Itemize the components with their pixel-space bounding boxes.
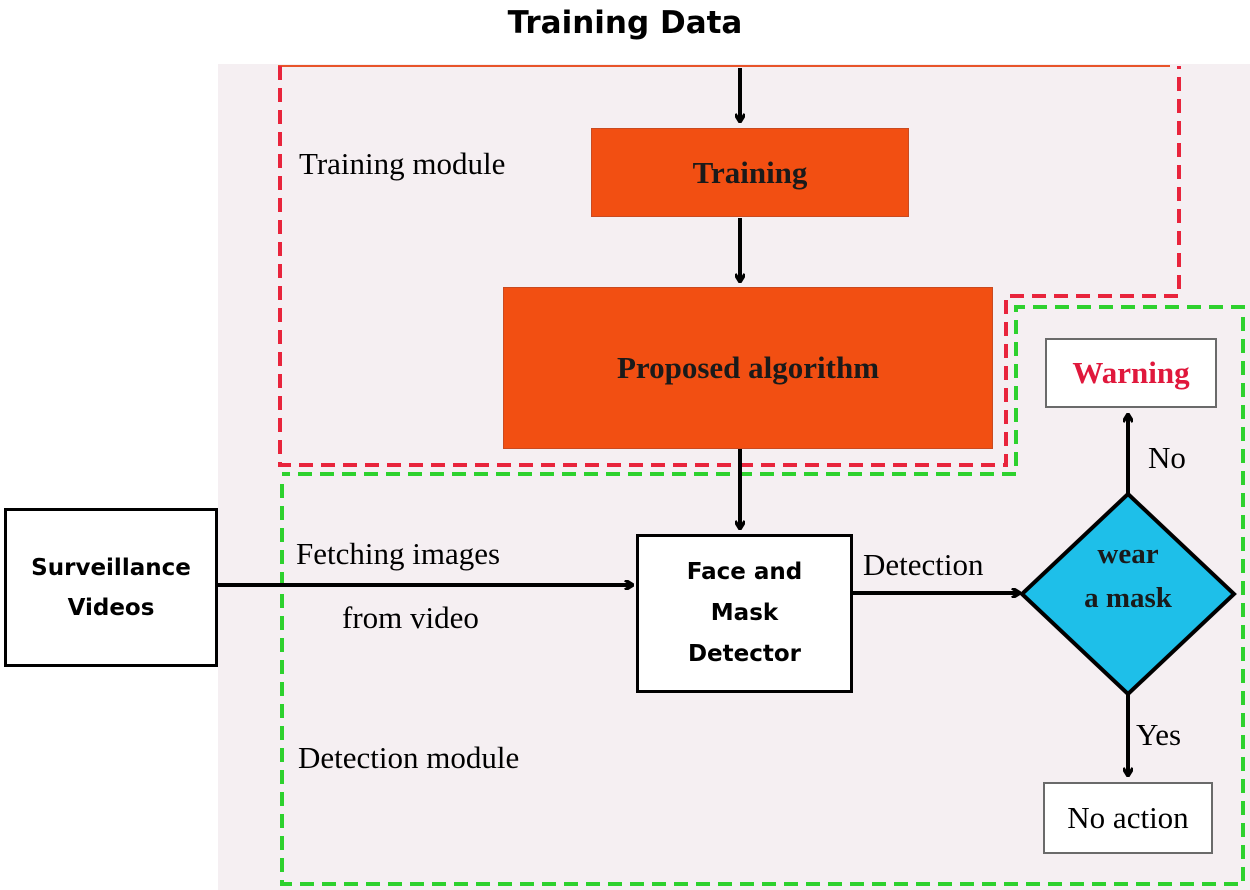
surveillance-videos-box: Surveillance Videos [4, 508, 218, 667]
decision-diamond [1019, 491, 1237, 697]
warning-box: Warning [1045, 338, 1217, 408]
training-box: Training [591, 128, 909, 217]
detection-module-label: Detection module [298, 740, 520, 775]
no-action-label: No action [1067, 800, 1189, 835]
warning-label: Warning [1072, 355, 1190, 390]
no-action-box: No action [1043, 782, 1213, 854]
decision-label-line1: wear [1097, 538, 1159, 570]
training-module-label: Training module [299, 146, 506, 181]
surveillance-label-line1: Surveillance [31, 554, 191, 581]
surveillance-label-line2: Videos [67, 594, 155, 621]
face-mask-detector-box: Face and Mask Detector [636, 534, 853, 693]
detector-label-line1: Face and [686, 559, 803, 585]
detector-label-line2: Mask [710, 600, 779, 626]
no-branch-label: No [1148, 440, 1186, 475]
training-module-border [278, 66, 1181, 467]
algorithm-box: Proposed algorithm [503, 287, 993, 449]
fetching-label-line1: Fetching images [296, 536, 501, 571]
detection-module-border [280, 305, 1245, 886]
detection-arrow-label: Detection [863, 547, 984, 582]
decision-label-line2: a mask [1084, 582, 1172, 614]
detector-label-line3: Detector [687, 641, 802, 667]
yes-branch-label: Yes [1136, 717, 1182, 752]
algorithm-box-label: Proposed algorithm [616, 350, 880, 385]
training-box-label: Training [692, 154, 808, 190]
diagram-title: Training Data [507, 5, 743, 41]
fetching-label-line2: from video [342, 600, 479, 635]
